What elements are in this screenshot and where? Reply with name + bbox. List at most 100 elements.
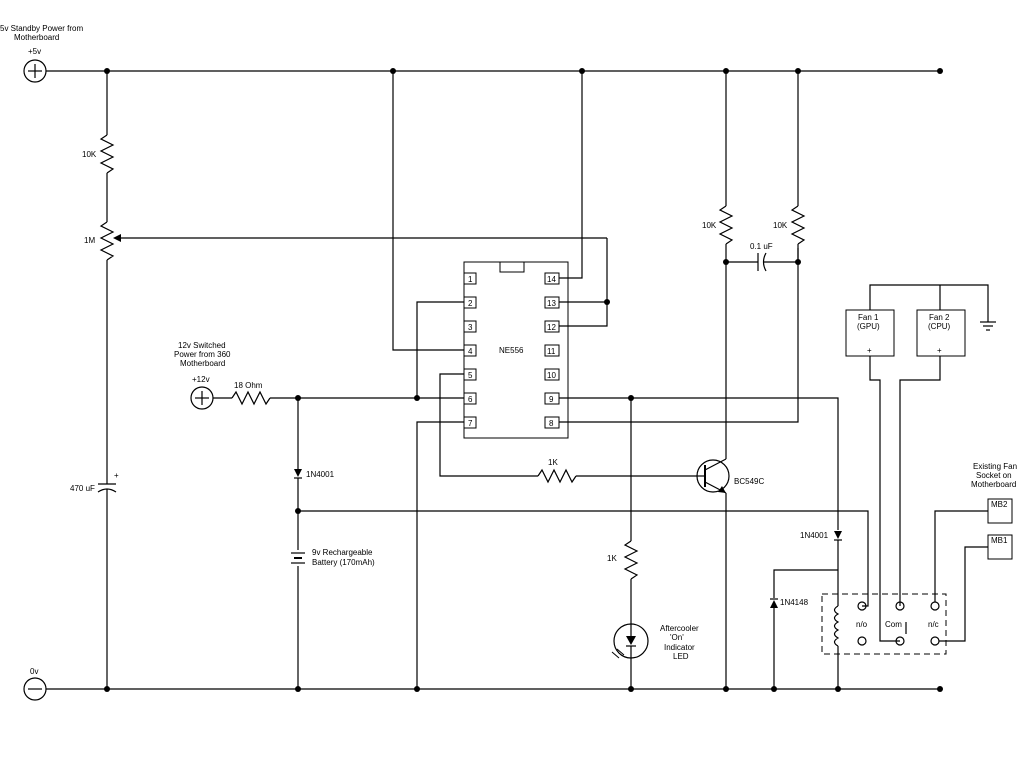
svg-text:14: 14 [547,275,556,284]
wire-pin12 [559,238,608,327]
diode-1n4001-a [294,469,302,479]
fan-2-sub: (CPU) [928,322,951,331]
wire-pin14 [559,71,583,279]
svg-text:2: 2 [468,299,473,308]
svg-text:7: 7 [468,419,473,428]
svg-text:6: 6 [468,395,473,404]
resistor-18-ohm [231,390,271,406]
led-indicator-icon [611,623,649,659]
svg-text:11: 11 [547,347,556,356]
svg-text:5: 5 [468,371,473,380]
svg-text:8: 8 [549,419,554,428]
capacitor-0-1uf [726,252,798,272]
transistor-bc549c [696,458,730,494]
zero-terminal [23,677,47,701]
led-label-2: 'On' [670,633,684,642]
wire-pin4 [392,71,464,351]
switched-label-2: Power from 360 [174,350,231,359]
capacitor-470uf-label: 470 uF [70,484,95,493]
wire-fan-ground [869,284,989,322]
resistor-10k-b [790,205,806,245]
fan-2-label: Fan 2 [929,313,950,322]
diode-1n4001-b [834,531,842,541]
led-label-1: Aftercooler [660,624,699,633]
switched-label-1: 12v Switched [178,341,226,350]
wire-fan2-plus [899,356,941,606]
resistor-18-ohm-label: 18 Ohm [234,381,263,390]
ic-name: NE556 [499,346,524,355]
fan-1-label: Fan 1 [858,313,879,322]
resistor-1k-led [623,540,639,580]
resistor-10k-a [718,205,734,245]
wire-pin5 [439,373,538,477]
wire-pin8 [559,248,799,423]
ic-notch [499,261,525,273]
wire-battery-to-relay-no [298,510,869,607]
relay-com-label: Com [885,620,902,629]
socket-label-2: Socket on [976,471,1012,480]
wire-pin7 [416,421,464,689]
plus12-terminal [190,386,214,410]
potentiometer-1m-label: 1M [84,236,95,245]
resistor-10k-left [99,134,115,174]
diode-1n4001-a-label: 1N4001 [306,470,335,479]
standby-label-2: Motherboard [14,33,59,42]
fan-2-plus: + [937,346,942,355]
svg-text:1: 1 [468,275,473,284]
resistor-10k-left-label: 10K [82,150,97,159]
capacitor-0-1uf-label: 0.1 uF [750,242,773,251]
potentiometer-1m [99,221,115,261]
resistor-10k-b-label: 10K [773,221,788,230]
relay-nc-label: n/c [928,620,939,629]
socket-mb1 [987,534,1013,560]
svg-text:10: 10 [547,371,556,380]
resistor-10k-a-label: 10K [702,221,717,230]
ground-icon [980,321,996,331]
socket-mb2 [987,498,1013,524]
transistor-label: BC549C [734,477,764,486]
svg-text:9: 9 [549,395,554,404]
fan-1-plus: + [867,346,872,355]
socket-mb2-label: MB2 [991,500,1008,509]
diode-1n4001-b-label: 1N4001 [800,531,829,540]
diode-1n4148-label: 1N4148 [780,598,809,607]
battery-label-2: Battery (170mAh) [312,558,375,567]
svg-text:4: 4 [468,347,473,356]
resistor-1k-base-label: 1K [548,458,558,467]
socket-label-1: Existing Fan [973,462,1017,471]
wire-pin2 [416,301,464,398]
plus12-label: +12v [192,375,210,384]
resistor-1k-base [537,468,577,484]
junction-dots [104,68,943,692]
diode-1n4148 [770,598,778,608]
svg-text:3: 3 [468,323,473,332]
ic-pins-left: 1 2 3 4 5 6 7 [463,272,477,429]
relay-coil [833,605,840,647]
switched-label-3: Motherboard [180,359,225,368]
wire-mb1 [939,546,988,642]
wire-fan1-plus [869,356,900,642]
led-label-4: LED [673,652,689,661]
standby-label-1: 5v Standby Power from [0,24,83,33]
led-label-3: Indicator [664,643,695,652]
wire-mb2 [934,510,988,602]
svg-text:13: 13 [547,299,556,308]
plus5-label: +5v [28,47,41,56]
relay-no-label: n/o [856,620,868,629]
battery-label-1: 9v Rechargeable [312,548,373,557]
socket-mb1-label: MB1 [991,536,1008,545]
battery-9v [291,552,305,564]
zero-label: 0v [30,667,38,676]
relay-box [821,593,947,655]
capacitor-470uf-polarity: + [114,471,119,480]
plus5-terminal [23,59,47,83]
resistor-1k-led-label: 1K [607,554,617,563]
svg-text:12: 12 [547,323,556,332]
wire-pin9 [559,397,839,530]
pot-wiper-arrow-icon [113,234,121,242]
fan-1-sub: (GPU) [857,322,880,331]
socket-label-3: Motherboard [971,480,1016,489]
fan-1-gpu [845,309,895,357]
fan-2-cpu [916,309,966,357]
